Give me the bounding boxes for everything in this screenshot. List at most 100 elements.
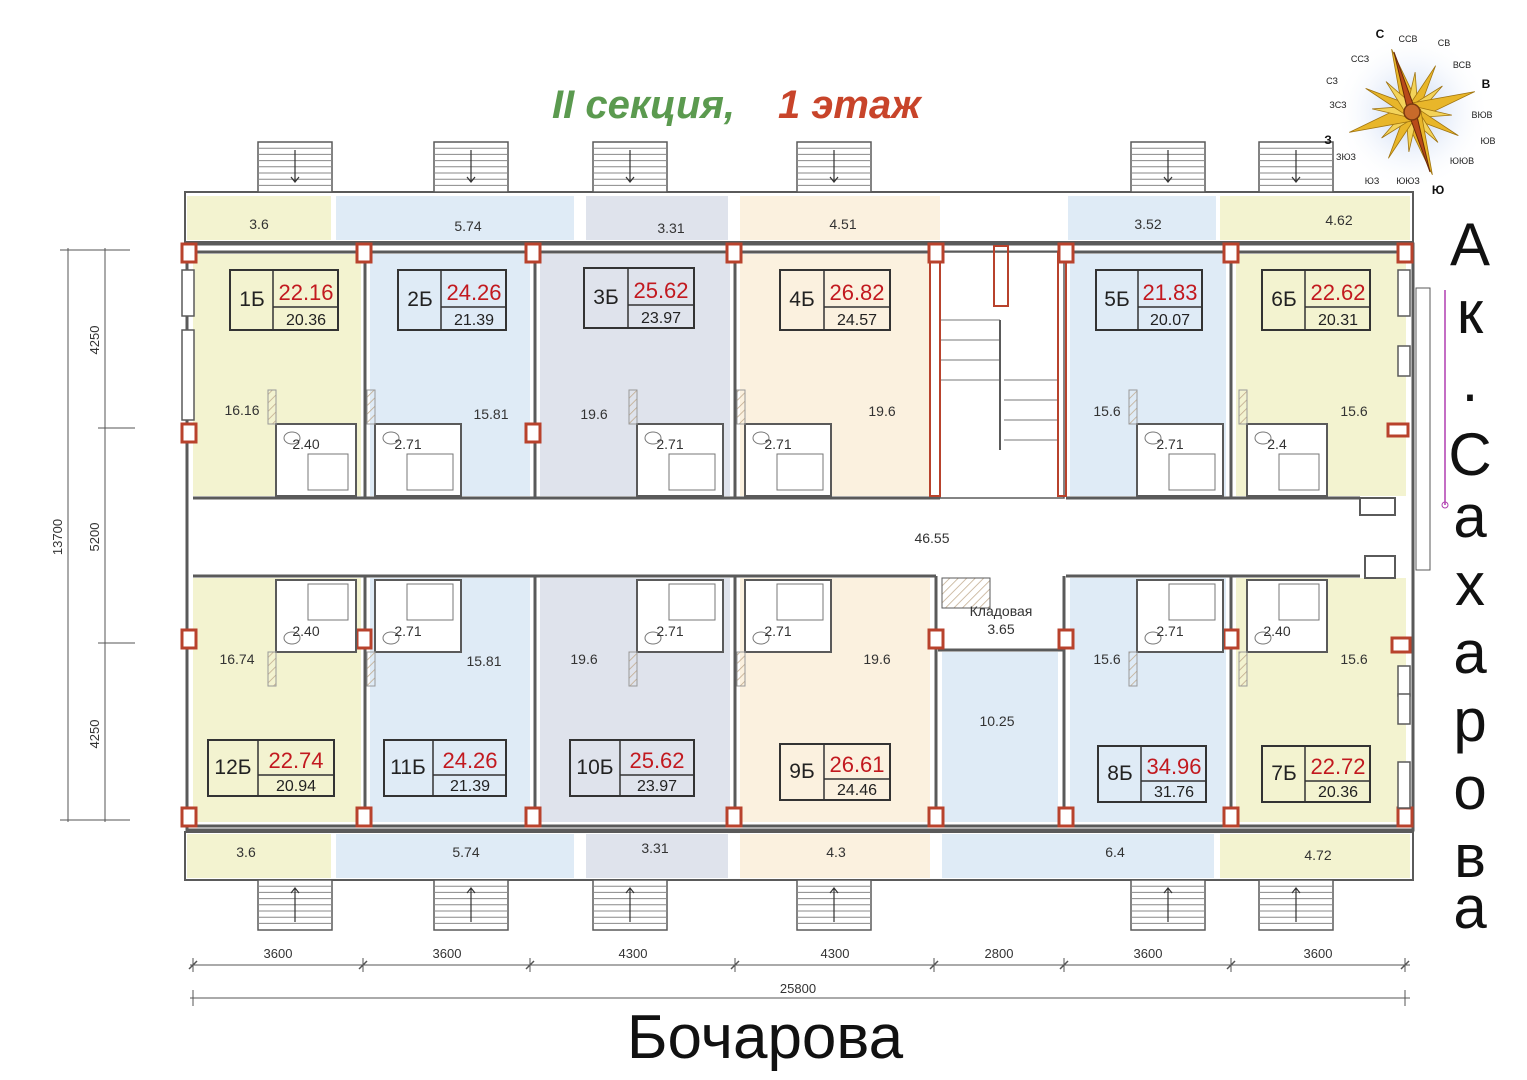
compass-minor: ВСВ [1453, 60, 1471, 70]
bathroom [628, 389, 724, 497]
height-dimension: 4250 [87, 326, 102, 355]
street-letter: р [1453, 687, 1486, 754]
bathroom-area: 2.40 [1263, 623, 1290, 639]
compass-minor: ЗСЗ [1329, 100, 1346, 110]
room-area: 16.16 [224, 402, 259, 418]
shower-icon [406, 583, 454, 621]
shower-icon [1278, 583, 1320, 621]
terrace-bottom-2 [336, 834, 574, 878]
toilet-icon [283, 431, 301, 445]
room-area: 16.74 [219, 651, 254, 667]
storage-room-fill [942, 652, 1058, 822]
apartment-number: 11Б [390, 756, 426, 779]
street-letter: в [1454, 823, 1486, 890]
terrace-bottom-area: 6.4 [1105, 844, 1125, 860]
storage-label: Кладовая [970, 603, 1033, 619]
terrace-top-6 [1220, 196, 1410, 240]
height-dimension: 4250 [87, 720, 102, 749]
width-dimension: 3600 [433, 946, 462, 961]
room-area: 19.6 [580, 406, 607, 422]
terrace-bottom-area: 4.3 [826, 844, 846, 860]
terrace-top-area: 4.51 [829, 216, 856, 232]
apartment-number: 1Б [239, 288, 264, 311]
compass-rose: С В Ю З ССВ СВ ВСВ ВЮВ ЮВ ЮЮВ ЮЮЗ ЮЗ ЗЮЗ… [1324, 27, 1495, 197]
apartment-living-area: 23.97 [637, 778, 677, 795]
width-dimension: 3600 [1134, 946, 1163, 961]
compass-minor: ССЗ [1351, 54, 1369, 64]
toilet-icon [644, 431, 662, 445]
street-letter: . [1462, 347, 1479, 414]
street-letter: о [1453, 755, 1486, 822]
terrace-top-area: 3.6 [249, 216, 269, 232]
entrance-staircase [433, 141, 509, 193]
entrance-staircase [257, 879, 333, 931]
terrace-top-area: 3.31 [657, 220, 684, 236]
toilet-icon [1254, 631, 1272, 645]
terrace-bottom-3 [586, 834, 728, 878]
terrace-bottom-area: 5.74 [452, 844, 479, 860]
bathroom-area: 2.71 [656, 623, 683, 639]
bathroom-area: 2.71 [764, 623, 791, 639]
room-area: 15.6 [1093, 651, 1120, 667]
building-shell [184, 191, 1449, 881]
compass-minor: СЗ [1326, 76, 1338, 86]
bathroom [736, 579, 832, 687]
room-area: 19.6 [863, 651, 890, 667]
toilet-icon [1254, 431, 1272, 445]
compass-minor: ЮЮВ [1450, 156, 1474, 166]
shower-icon [668, 583, 716, 621]
terrace-top-area: 5.74 [454, 218, 481, 234]
common-area-labels: 46.55 Кладовая 3.65 10.25 [914, 530, 1032, 729]
bathroom-area: 2.4 [1267, 436, 1287, 452]
apartment-number: 7Б [1271, 762, 1296, 785]
toilet-icon [1144, 631, 1162, 645]
street-letter: С [1448, 421, 1491, 488]
entrance-staircase [1130, 141, 1206, 193]
terrace-top-labels: 3.6 5.74 3.31 4.51 3.52 4.62 [249, 212, 1353, 236]
terrace-bottom-area: 3.6 [236, 844, 256, 860]
bathroom [736, 389, 832, 497]
entrance-staircase [592, 141, 668, 193]
height-dimension: 5200 [87, 523, 102, 552]
apartment-living-area: 20.31 [1318, 312, 1358, 329]
terrace-bottom-1 [187, 834, 331, 878]
apartment-number: 2Б [407, 288, 432, 311]
apartment-living-area: 24.57 [837, 312, 877, 329]
utility-room-area: 10.25 [979, 713, 1014, 729]
compass-north: С [1376, 27, 1385, 41]
shower-icon [668, 453, 716, 491]
compass-center [1403, 103, 1421, 121]
shower-icon [307, 453, 349, 491]
bathroom [1128, 579, 1224, 687]
width-dimension: 3600 [264, 946, 293, 961]
width-dimension: 4300 [619, 946, 648, 961]
toilet-icon [644, 631, 662, 645]
apartment-living-area: 21.39 [454, 312, 494, 329]
apartment-living-area: 24.46 [837, 782, 877, 799]
apartment-number: 9Б [789, 760, 814, 783]
terrace-top-1 [187, 196, 331, 240]
bathroom-area: 2.40 [292, 623, 319, 639]
shower-icon [1168, 453, 1216, 491]
toilet-icon [382, 431, 400, 445]
terrace-top-area: 3.52 [1134, 216, 1161, 232]
bathroom-area: 2.71 [1156, 436, 1183, 452]
apartment-total-area: 26.61 [829, 752, 884, 777]
bathroom-area: 2.71 [656, 436, 683, 452]
street-letter: к [1457, 279, 1484, 346]
compass-minor: ЗЮЗ [1336, 152, 1356, 162]
total-height-dimension: 13700 [50, 519, 65, 555]
room-area: 15.81 [473, 406, 508, 422]
terrace-bottom-6 [1220, 834, 1410, 878]
terrace-top-5 [1068, 196, 1216, 240]
terrace-bottom-area: 4.72 [1304, 847, 1331, 863]
width-dimension: 4300 [821, 946, 850, 961]
apartment-number: 10Б [576, 756, 613, 779]
toilet-icon [382, 631, 400, 645]
